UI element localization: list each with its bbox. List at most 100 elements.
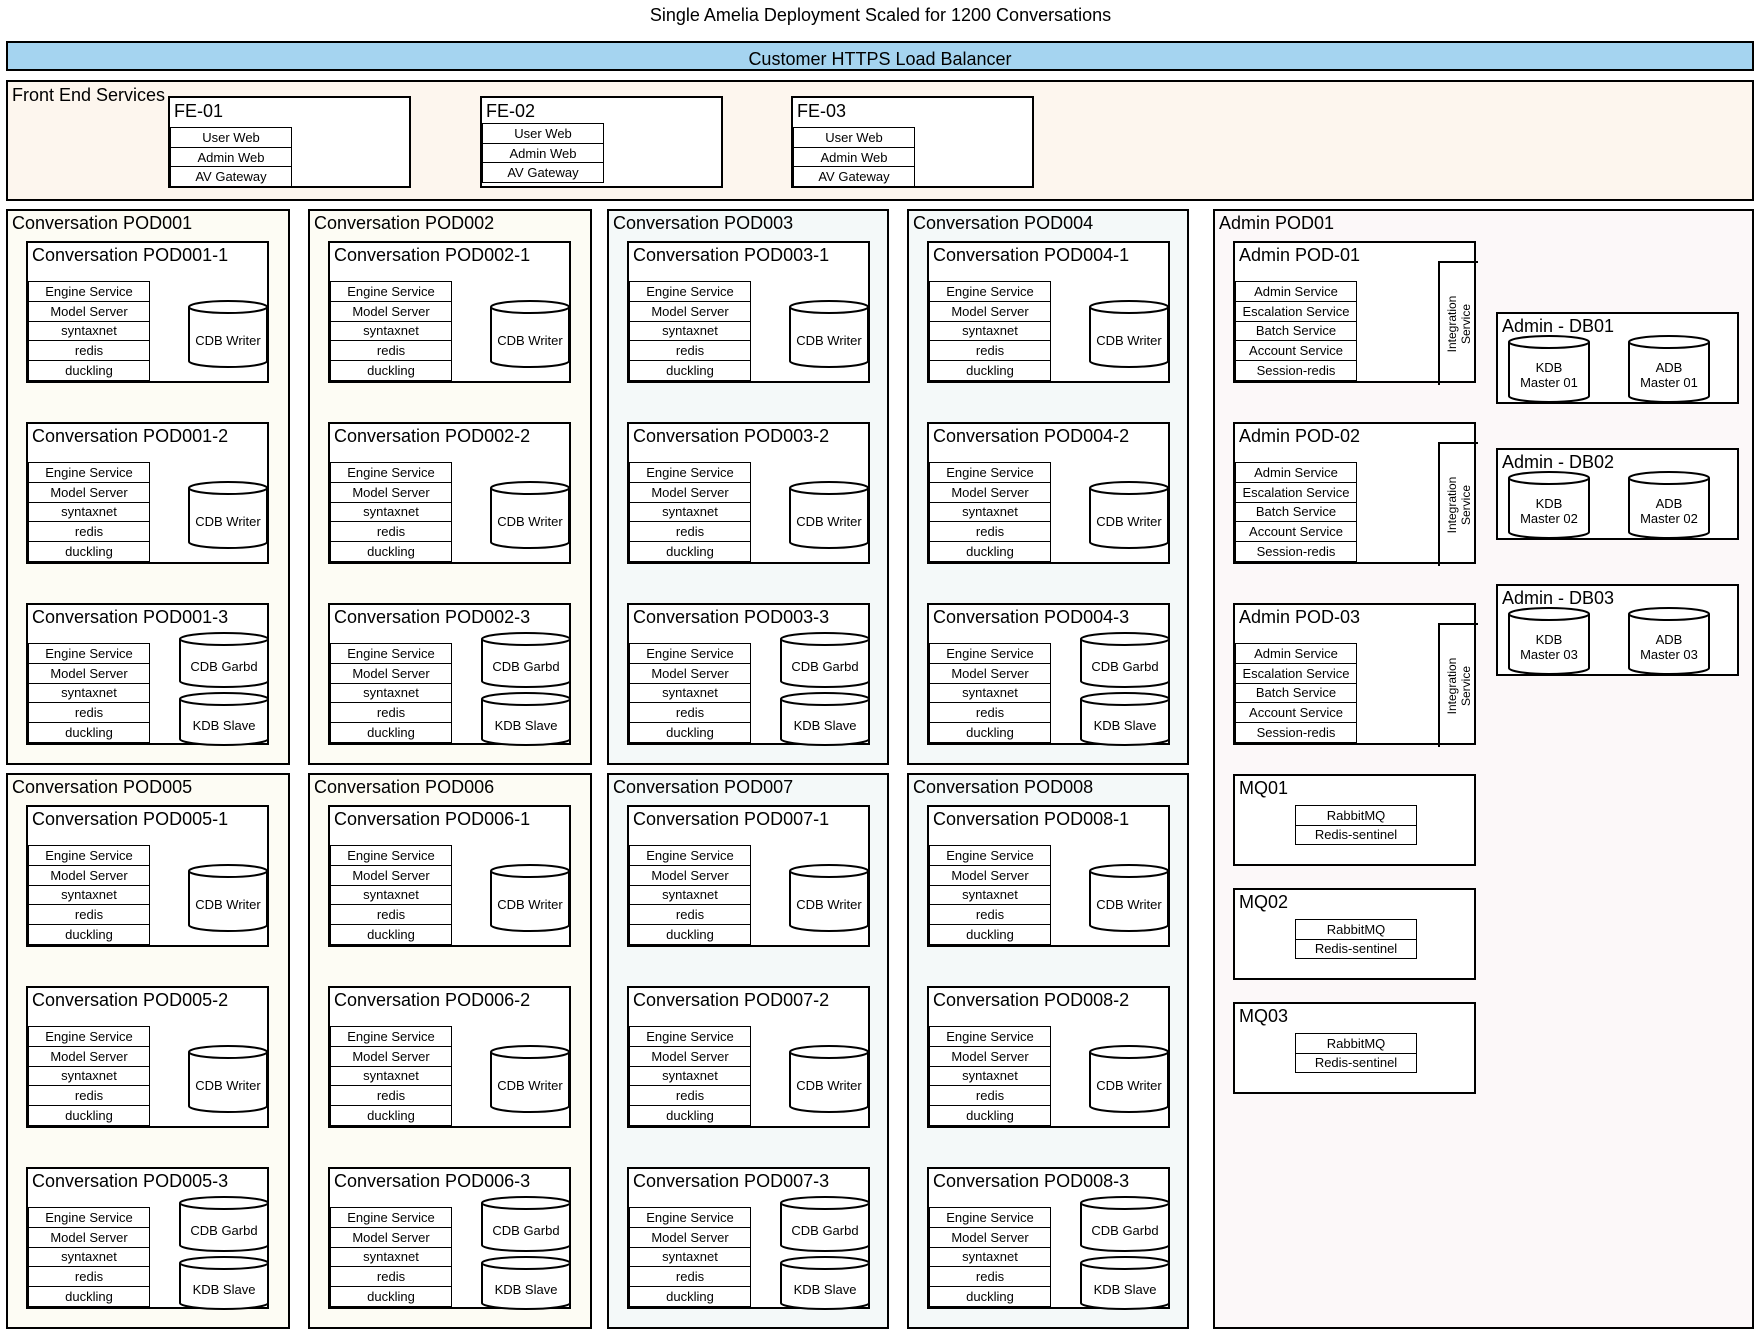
integration-line: Service — [1459, 304, 1473, 345]
service-row: Engine Service — [930, 644, 1050, 664]
service-row: syntaxnet — [630, 322, 750, 342]
kdb-slave-db: KDB Slave — [1080, 1256, 1170, 1310]
conversation-subpod-label: Conversation POD008-3 — [933, 1171, 1130, 1191]
service-row: Model Server — [331, 1047, 451, 1067]
admin-db-label: Admin - DB01 — [1502, 316, 1615, 336]
cylinder-label: Master 01 — [1640, 375, 1698, 390]
service-row: redis — [331, 341, 451, 362]
conversation-subpod-label: Conversation POD007-1 — [633, 809, 830, 829]
service-row: syntaxnet — [930, 1067, 1050, 1087]
cylinder-label: CDB Writer — [497, 896, 563, 912]
conversation-pod-label: Conversation POD007 — [613, 777, 794, 797]
service-row: syntaxnet — [930, 503, 1050, 523]
message-queue-label: MQ01 — [1239, 778, 1289, 798]
cylinder-label-group: KDB Slave — [780, 705, 870, 745]
cdb-writer-db: CDB Writer — [1089, 300, 1169, 368]
service-row: Engine Service — [331, 1208, 451, 1228]
cylinder-label-group: CDB Writer — [789, 313, 869, 367]
integration-line: Integration — [1445, 295, 1459, 353]
service-row: Session-redis — [1256, 363, 1336, 379]
cdb-writer-db: CDB Writer — [789, 300, 869, 368]
cylinder-label: ADB — [1655, 632, 1683, 647]
cylinder-shape — [789, 1045, 869, 1113]
cylinder-shape — [1089, 481, 1169, 549]
service-row: duckling — [367, 1289, 415, 1305]
conversation-subpod-label: Conversation POD005-2 — [32, 990, 229, 1010]
cylinder-shape — [179, 1256, 269, 1310]
cdb-writer-db: CDB Writer — [188, 1045, 268, 1113]
service-row: syntaxnet — [331, 1248, 451, 1268]
cdb-writer-db: CDB Writer — [490, 481, 570, 549]
cylinder-label: KDB — [1535, 632, 1563, 647]
cylinder-label: Master 02 — [1520, 511, 1578, 526]
integration-line: Service — [1459, 666, 1473, 707]
cylinder-label-group: CDB Writer — [188, 877, 268, 931]
service-row: User Web — [794, 128, 914, 148]
service-row: Model Server — [930, 483, 1050, 503]
cylinder-label-group: CDB Writer — [490, 494, 570, 548]
service-row: Engine Service — [630, 1208, 750, 1228]
conversation-subpod-label: Conversation POD002-1 — [334, 245, 531, 265]
cylinder-label: CDB Writer — [796, 332, 862, 348]
cdb-writer-db: CDB Writer — [789, 481, 869, 549]
cylinder-shape — [780, 632, 870, 688]
kdb-slave-db: KDB Slave — [780, 1256, 870, 1310]
cylinder-label-group: CDB Writer — [1089, 877, 1169, 931]
service-row: syntaxnet — [331, 503, 451, 523]
service-row: syntaxnet — [930, 1248, 1050, 1268]
conversation-subpod-label: Conversation POD005-3 — [32, 1171, 229, 1191]
cylinder-label: CDB Writer — [195, 513, 261, 529]
service-row: syntaxnet — [630, 684, 750, 704]
service-row: duckling — [367, 725, 415, 741]
message-queue-label: MQ02 — [1239, 892, 1289, 912]
service-row: Engine Service — [331, 1027, 451, 1047]
cylinder-label-group: CDB Writer — [1089, 1058, 1169, 1112]
cylinder-label-group: KDB Slave — [481, 705, 571, 745]
cylinder-label-group: CDB Writer — [1089, 313, 1169, 367]
service-row: Model Server — [930, 1047, 1050, 1067]
cylinder-label-group: CDB Garbd — [1080, 645, 1170, 687]
service-row: syntaxnet — [29, 503, 149, 523]
kdb-slave-db: KDB Slave — [481, 692, 571, 746]
cdb-garbd-db: CDB Garbd — [179, 632, 269, 688]
admin-subpod-label: Admin POD-01 — [1239, 245, 1361, 265]
cylinder-shape — [780, 1196, 870, 1252]
conversation-subpod-label: Conversation POD006-2 — [334, 990, 531, 1010]
conversation-subpod-label: Conversation POD003-1 — [633, 245, 830, 265]
cylinder-label: KDB — [1535, 496, 1563, 511]
service-row: Engine Service — [29, 1208, 149, 1228]
fe-node-label: FE-02 — [486, 101, 536, 121]
cylinder-label-group: CDB Writer — [490, 313, 570, 367]
conversation-subpod-label: Conversation POD002-2 — [334, 426, 531, 446]
service-row: syntaxnet — [930, 886, 1050, 906]
service-row: User Web — [483, 124, 603, 144]
service-row: Engine Service — [331, 644, 451, 664]
